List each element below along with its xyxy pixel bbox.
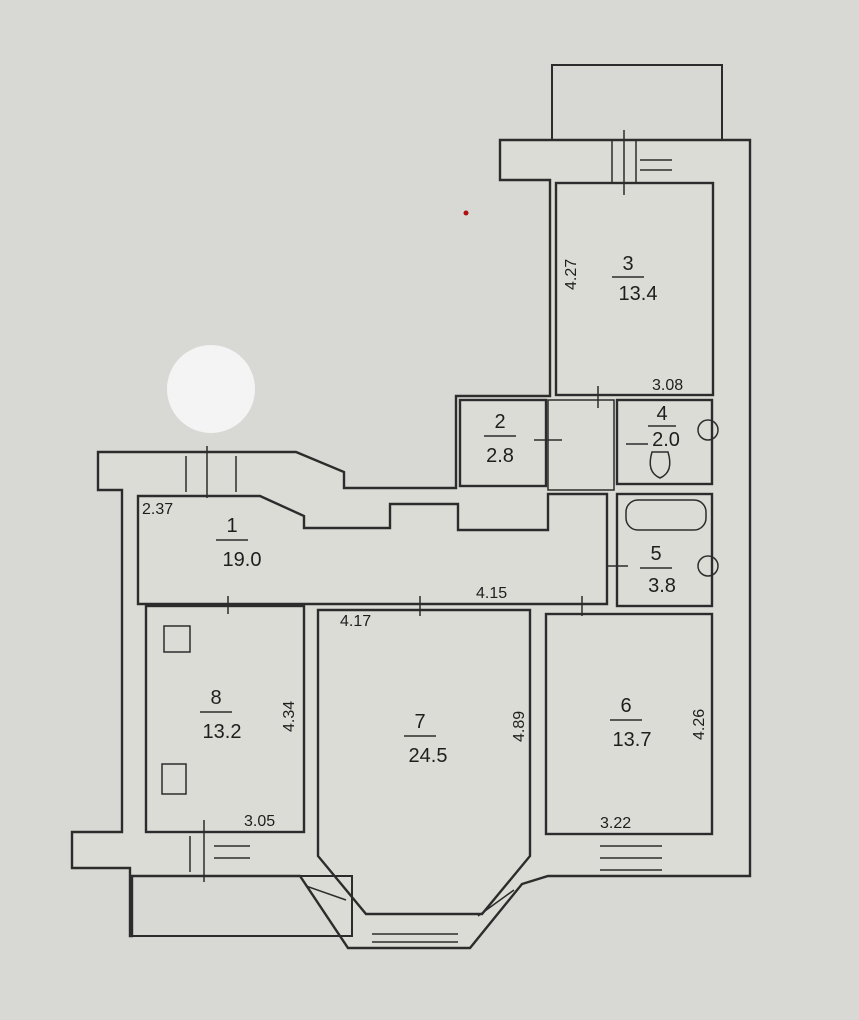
room-number: 5 (650, 543, 661, 565)
room-number: 6 (620, 695, 631, 717)
bathtub-icon (625, 499, 707, 531)
room-number: 2 (494, 411, 505, 433)
window-icon (611, 130, 672, 195)
room-5[interactable] (615, 492, 714, 608)
room-number: 7 (414, 711, 425, 733)
room-2[interactable] (458, 398, 548, 488)
dimension-label: 4.27 (563, 259, 580, 290)
hall (547, 399, 615, 491)
room-area: 3.8 (648, 575, 676, 597)
room-3[interactable] (554, 181, 715, 397)
sink-icon (697, 419, 719, 441)
windows (185, 130, 672, 943)
window-icon (189, 820, 250, 882)
dimension-label: 4.34 (281, 701, 298, 732)
room-number: 8 (210, 687, 221, 709)
dimension-label: 3.05 (244, 813, 275, 830)
room-area: 13.4 (619, 283, 658, 305)
window-icon (600, 845, 662, 871)
dimension-label: 4.89 (511, 711, 528, 742)
window-icon (305, 885, 515, 943)
window-icon (185, 446, 237, 498)
red-dot (463, 210, 469, 216)
dimension-label: 4.26 (691, 709, 708, 740)
room-4[interactable] (615, 398, 714, 486)
room-area: 13.7 (613, 729, 652, 751)
dimension-label: 4.17 (340, 613, 371, 630)
room-1[interactable] (136, 492, 609, 606)
room-area: 19.0 (223, 549, 262, 571)
balcony (551, 64, 723, 141)
room-labels: 3 13.4 2 2.8 4 2.0 1 19.0 5 3.8 8 13.2 7… (200, 253, 680, 767)
sink-icon (697, 555, 719, 577)
room-area: 24.5 (409, 745, 448, 767)
dimensions: 4.27 3.08 2.37 4.15 4.17 4.34 3.05 4.89 … (142, 259, 708, 832)
dimension-label: 3.08 (652, 377, 683, 394)
lower-balcony (131, 875, 353, 937)
doors (227, 386, 648, 616)
stove-icon (163, 625, 191, 653)
room-number: 1 (226, 515, 237, 537)
redaction-mark-icon (167, 345, 255, 433)
room-number: 3 (622, 253, 633, 275)
dimension-label: 4.15 (476, 585, 507, 602)
sink-icon (161, 763, 187, 795)
balcony-icon (551, 64, 723, 141)
dimension-label: 3.22 (600, 815, 631, 832)
room-6[interactable] (544, 612, 714, 836)
room-number: 4 (656, 403, 667, 425)
rooms (136, 181, 715, 916)
room-area: 13.2 (203, 721, 242, 743)
toilet-icon (649, 451, 671, 479)
dimension-label: 2.37 (142, 501, 173, 518)
room-area: 2.0 (652, 429, 680, 451)
fixtures (161, 419, 719, 795)
room-area: 2.8 (486, 445, 514, 467)
